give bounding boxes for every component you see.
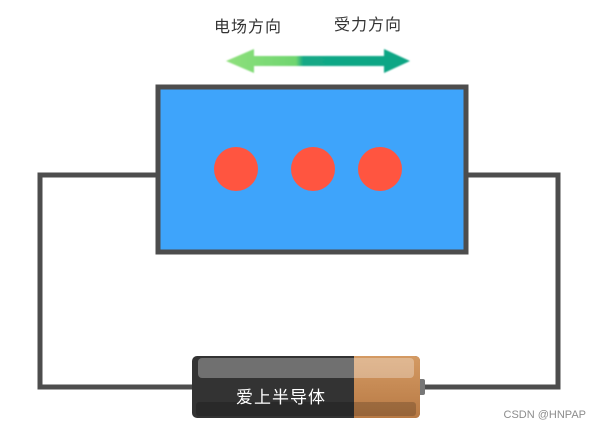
wire-right <box>422 172 561 390</box>
field-direction-label: 电场方向 <box>214 17 283 36</box>
particle <box>358 147 402 191</box>
watermark: CSDN @HNPAP <box>503 409 586 421</box>
particle <box>291 147 335 191</box>
direction-double-arrow <box>226 49 410 73</box>
battery-cap <box>354 356 420 418</box>
battery-highlight <box>198 358 414 378</box>
battery-label: 爱上半导体 <box>236 388 326 408</box>
battery <box>192 356 425 418</box>
battery-shadow <box>196 402 416 416</box>
force-direction-label: 受力方向 <box>334 15 403 34</box>
particle <box>214 147 258 191</box>
wire-left <box>37 172 195 390</box>
